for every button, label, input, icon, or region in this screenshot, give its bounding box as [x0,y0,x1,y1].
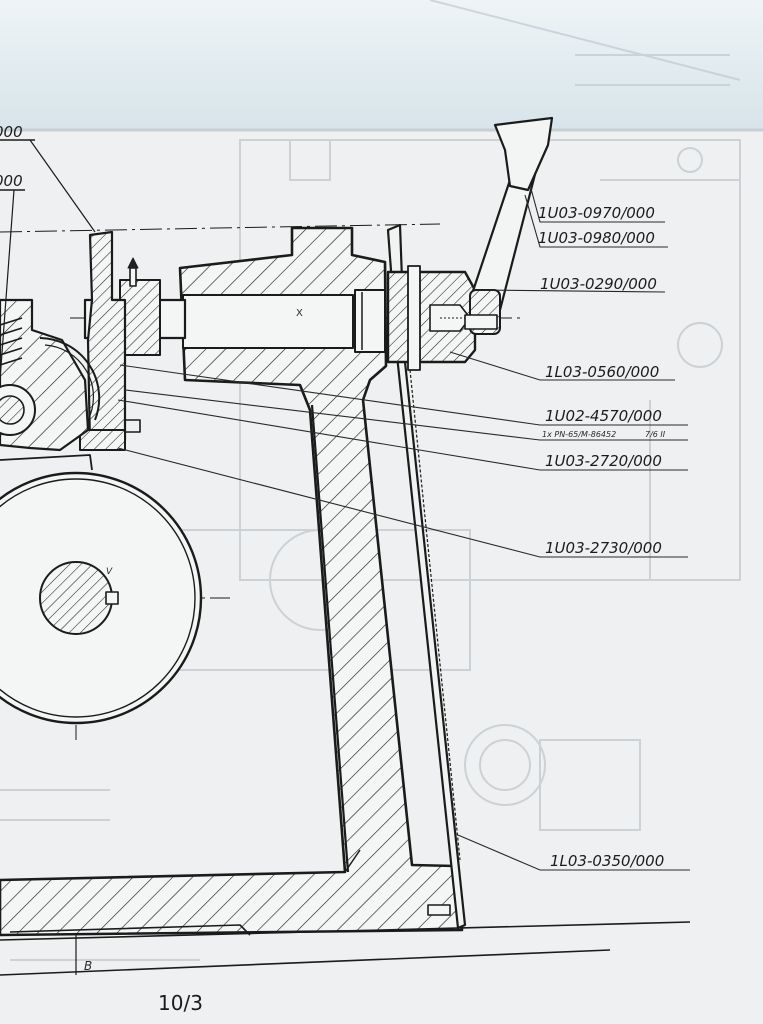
part-number-labels: 1U03-0970/000 1U03-0980/000 1U03-0290/00… [0,123,666,870]
marker-x: X [296,308,303,319]
label-1u02-4570: 1U02-4570/000 [545,407,662,425]
leader-lines [117,184,690,871]
label-1l03-0350: 1L03-0350/000 [550,852,664,870]
label-top-fragment-1: 000 [0,123,23,141]
column-casting [0,226,464,937]
label-norm-note-suffix: 7/6 II [645,430,666,439]
label-1u03-2720: 1U03-2720/000 [545,452,662,470]
hand-wheel [0,471,203,725]
guard-plate [386,223,467,930]
marker-v: V [106,567,113,577]
label-1u03-0980: 1U03-0980/000 [538,229,655,247]
label-norm-note: 1x PN-65/M-86452 [542,430,616,439]
page-number: 10/3 [158,991,203,1015]
label-top-fragment-2: 000 [0,172,23,190]
label-1u03-0290: 1U03-0290/000 [540,275,657,293]
label-1l03-0560: 1L03-0560/000 [545,363,659,381]
ghost-top-text [429,0,741,86]
spring [0,317,23,366]
label-1u03-2730: 1U03-2730/000 [545,539,662,557]
marker-b: B [84,959,92,973]
machine-section-drawing: X [0,116,691,976]
top-paper-strip [0,0,763,130]
handle-grip [493,116,554,192]
label-1u03-0970: 1U03-0970/000 [538,204,655,222]
